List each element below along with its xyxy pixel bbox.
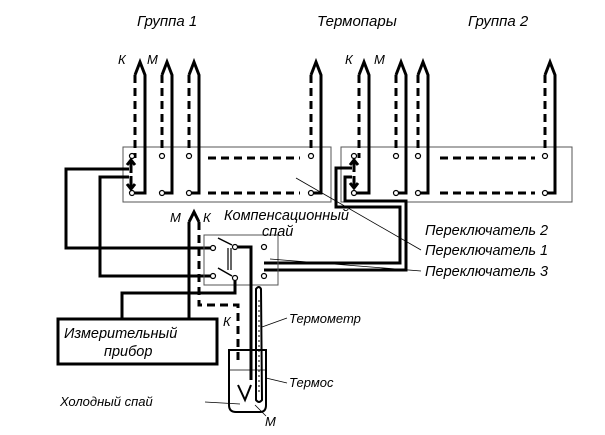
switch1-box xyxy=(122,146,332,203)
meter-label-1: Измерительный xyxy=(64,326,177,342)
switch2-box xyxy=(340,146,573,203)
group1-selector-down-arrow xyxy=(125,176,137,192)
thermos-label: Термос xyxy=(289,375,334,390)
compensation-m-marker: М xyxy=(170,210,181,225)
cold-junction-icon xyxy=(237,384,252,403)
group2-thermocouple-2 xyxy=(392,57,408,197)
wire-group2-bottom xyxy=(268,175,408,272)
group2-thermocouple-last xyxy=(541,57,557,197)
group2-thermocouple-3 xyxy=(414,57,430,197)
wire-group2-top xyxy=(268,166,402,265)
wire-group1-bottom xyxy=(98,175,213,278)
thermos-icon xyxy=(228,349,267,413)
switch3-blades xyxy=(217,237,233,277)
wire-switch-to-meter xyxy=(120,281,237,320)
switch3-terminal xyxy=(260,243,268,251)
thermometer-icon xyxy=(255,286,264,403)
thermos-leader xyxy=(265,377,288,384)
group2-k-marker: К xyxy=(345,52,354,67)
group1-m-marker: М xyxy=(147,52,158,67)
cold-junction-label: Холодный спай xyxy=(59,394,153,409)
wire-k-to-cold-junction xyxy=(197,222,240,365)
wire-group1-top xyxy=(64,167,213,250)
switch3-label: Переключатель 3 xyxy=(425,264,548,280)
switch3-terminal xyxy=(260,272,268,280)
thermometer-leader xyxy=(261,317,288,328)
group1-title: Группа 1 xyxy=(137,13,197,30)
group1-k-marker: К xyxy=(118,52,127,67)
thermocouples-title: Термопары xyxy=(317,13,397,30)
switch3-terminal xyxy=(231,274,239,282)
cold-junction-m-marker: М xyxy=(265,414,276,429)
switch3-right-stubs xyxy=(264,261,268,272)
switch3-leader xyxy=(269,258,422,272)
thermometer-label: Термометр xyxy=(289,311,361,326)
compensation-junction-tip xyxy=(187,208,201,223)
group2-selector-up-arrow xyxy=(348,157,360,172)
group1-thermocouple-last xyxy=(307,57,323,197)
cold-junction-m-leader xyxy=(254,404,267,417)
group2-thermocouple-1 xyxy=(350,57,371,197)
wire-switch-to-thermos xyxy=(238,245,253,380)
meter-label-2: прибор xyxy=(104,344,152,360)
group2-m-marker: М xyxy=(374,52,385,67)
group1-thermocouple-2 xyxy=(158,57,174,197)
group1-thermocouple-1 xyxy=(128,57,147,197)
switch2-label: Переключатель 2 xyxy=(425,223,548,239)
compensation-k-marker: К xyxy=(203,210,212,225)
group2-selector-down-arrow xyxy=(348,176,360,191)
group1-selector-up-arrow xyxy=(125,157,137,173)
switch3-linkage xyxy=(227,248,232,270)
switch1-leader xyxy=(295,177,422,251)
group2-title: Группа 2 xyxy=(468,13,529,30)
compensation-junction-label-1: Компенсационный xyxy=(224,208,349,224)
switch1-label: Переключатель 1 xyxy=(425,243,548,259)
cold-junction-leader xyxy=(204,401,241,405)
switch3-terminal xyxy=(231,243,239,251)
switch3-terminal xyxy=(209,272,217,280)
compensation-junction-label-2: спай xyxy=(262,224,293,240)
group1-thermocouple-3 xyxy=(185,57,201,197)
measuring-instrument-box xyxy=(56,317,219,366)
cold-junction-k-marker: К xyxy=(223,314,232,329)
switch3-terminal xyxy=(209,244,217,252)
